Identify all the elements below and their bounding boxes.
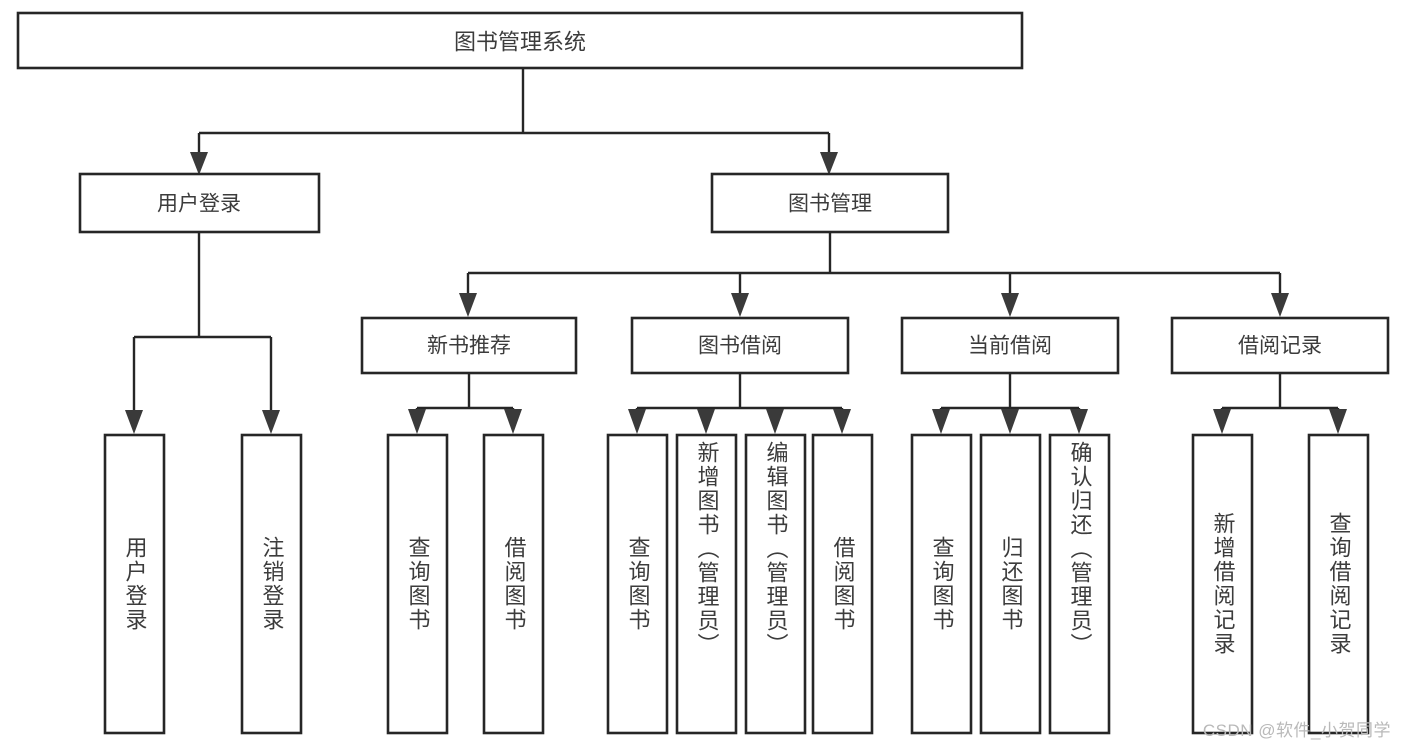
arrow-head-icon <box>628 409 646 434</box>
arrow-head-icon <box>504 409 522 434</box>
node-current-borrow[interactable]: 当前借阅 <box>900 316 1120 375</box>
node-leaf-query-book-2-box[interactable] <box>606 433 669 735</box>
node-leaf-add-book-box[interactable] <box>675 433 738 735</box>
node-leaf-logout-login-box[interactable] <box>240 433 303 735</box>
arrow-head-icon <box>820 152 838 175</box>
watermark: CSDN @软件_小贺同学 <box>1202 721 1391 740</box>
node-root-label: 图书管理系统 <box>454 30 586 55</box>
arrow-head-icon <box>125 410 143 434</box>
node-book-borrow[interactable]: 图书借阅 <box>630 316 850 375</box>
node-new-book-recommend[interactable]: 新书推荐 <box>360 316 578 375</box>
node-leaf-add-record-box[interactable] <box>1191 433 1254 735</box>
arrow-head-icon <box>459 293 477 317</box>
node-book-borrow-label: 图书借阅 <box>698 335 782 358</box>
arrow-head-icon <box>766 409 784 434</box>
connector-current-borrow-to-leaves <box>932 373 1088 434</box>
node-new-book-recommend-box[interactable] <box>360 316 578 375</box>
node-root[interactable]: 图书管理系统 <box>16 11 1024 70</box>
node-root-box[interactable] <box>16 11 1024 70</box>
connector-new-book-recommend-to-leaves <box>408 373 522 434</box>
node-book-manage-label: 图书管理 <box>788 193 872 216</box>
arrow-head-icon <box>731 293 749 317</box>
connector-book-manage-to-level2 <box>459 232 1289 317</box>
node-borrow-record-label: 借阅记录 <box>1238 335 1322 358</box>
node-book-manage[interactable]: 图书管理 <box>710 172 950 234</box>
node-leaf-borrow-book-2-box[interactable] <box>811 433 874 735</box>
node-leaf-query-book-3-box[interactable] <box>910 433 973 735</box>
arrow-head-icon <box>1329 409 1347 434</box>
node-leaf-query-book-1-box[interactable] <box>386 433 449 735</box>
node-user-login-box[interactable] <box>78 172 321 234</box>
arrow-head-icon <box>1001 409 1019 434</box>
node-borrow-record[interactable]: 借阅记录 <box>1170 316 1390 375</box>
arrow-head-icon <box>262 410 280 434</box>
node-leaf-confirm-return-box[interactable] <box>1048 433 1111 735</box>
arrow-head-icon <box>1001 293 1019 317</box>
connector-user-login-to-leaves <box>125 232 280 434</box>
arrow-head-icon <box>932 409 950 434</box>
connector-book-borrow-to-leaves <box>628 373 851 434</box>
node-leaf-borrow-book-1-box[interactable] <box>482 433 545 735</box>
node-user-login-label: 用户登录 <box>157 193 241 216</box>
node-leaf-query-record-box[interactable] <box>1307 433 1370 735</box>
arrow-head-icon <box>697 409 715 434</box>
node-user-login[interactable]: 用户登录 <box>78 172 321 234</box>
node-leaf-edit-book-box[interactable] <box>744 433 807 735</box>
arrow-head-icon <box>1271 293 1289 317</box>
connector-borrow-record-to-leaves <box>1213 373 1347 434</box>
node-current-borrow-label: 当前借阅 <box>968 335 1052 358</box>
node-leaf-user-login-box[interactable] <box>103 433 166 735</box>
arrow-head-icon <box>1070 409 1088 434</box>
node-current-borrow-box[interactable] <box>900 316 1120 375</box>
arrow-head-icon <box>833 409 851 434</box>
arrow-head-icon <box>190 152 208 175</box>
node-leaf-return-book-box[interactable] <box>979 433 1042 735</box>
node-new-book-recommend-label: 新书推荐 <box>427 335 511 358</box>
arrow-head-icon <box>1213 409 1231 434</box>
connector-root-to-level1 <box>190 68 838 175</box>
arrow-head-icon <box>408 409 426 434</box>
